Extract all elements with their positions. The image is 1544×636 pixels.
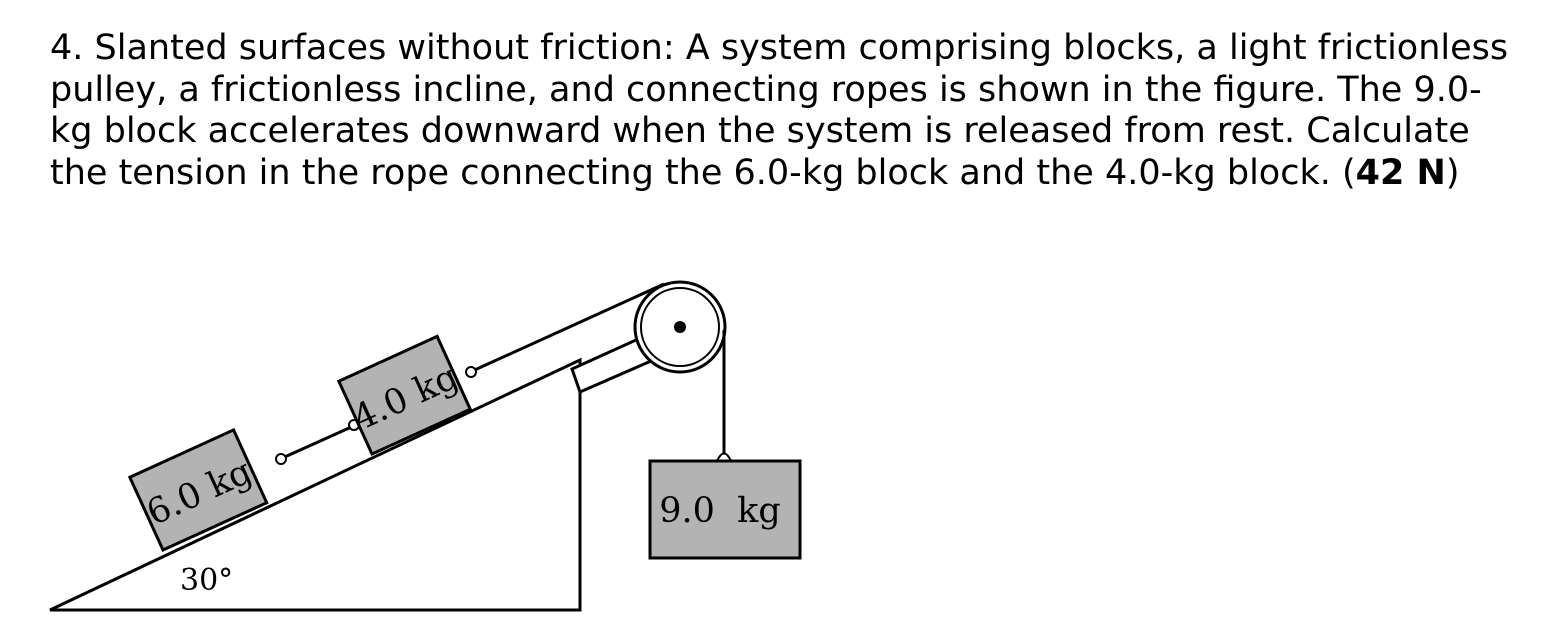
rope-4kg-to-pulley [467,282,665,375]
answer-close-paren: ) [1445,152,1460,193]
rope-hook-9kg [716,452,732,462]
block-6kg: 6.0 kg [127,427,269,552]
incline-angle-label: 30° [180,563,233,598]
block-9kg: 9.0 kg [648,459,802,560]
problem-statement: Slanted surfaces without friction: A sys… [50,28,1509,193]
pulley-axle [674,321,686,333]
rope-knot-4kg-upper [465,366,477,378]
rope-6kg-to-4kg [277,422,359,462]
answer-value: 42 N [1355,152,1446,193]
block-9kg-label: 9.0 kg [659,491,781,531]
rope-knot-6kg [275,453,287,465]
problem-text: 4. Slanted surfaces without friction: A … [50,28,1510,194]
incline-wedge [49,357,582,612]
answer-open-paren: ( [1342,152,1356,193]
pulley-rim [640,287,720,367]
problem-number: 4. [50,28,84,68]
